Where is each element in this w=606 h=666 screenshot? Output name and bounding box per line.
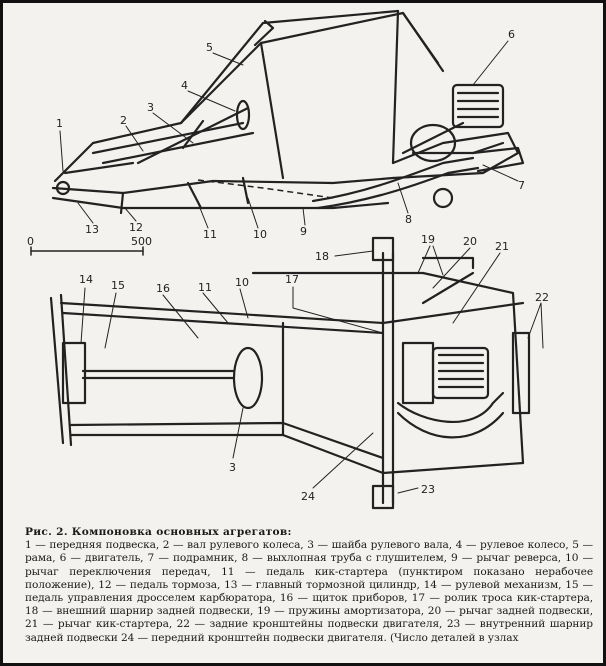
callout-15: 15 [111, 279, 125, 292]
callout-12: 12 [129, 221, 143, 234]
callout-10-top: 10 [235, 276, 249, 289]
callout-18: 18 [315, 250, 329, 263]
side-view-frame [51, 9, 520, 210]
callout-11: 11 [203, 228, 217, 241]
callout-19: 19 [421, 233, 435, 246]
side-view-leaders [59, 40, 519, 229]
callout-6: 6 [508, 28, 515, 41]
callout-7: 7 [518, 179, 525, 192]
top-view-frame [49, 251, 525, 505]
callout-16: 16 [156, 282, 170, 295]
top-view-engine [401, 331, 531, 415]
callout-5: 5 [206, 41, 213, 54]
caption-text: 1 — передняя подвеска, 2 — вал рулевого … [25, 539, 593, 644]
top-view-steering [61, 341, 264, 410]
figure-drawing: 1 2 3 4 5 6 7 8 9 10 11 12 13 0 500 3 10… [27, 9, 549, 510]
callout-3-top: 3 [229, 461, 236, 474]
callout-21: 21 [495, 240, 509, 253]
callout-8: 8 [405, 213, 412, 226]
callout-9: 9 [300, 225, 307, 238]
callout-3: 3 [147, 101, 154, 114]
callout-22: 22 [535, 291, 549, 304]
scale-start: 0 [27, 235, 34, 248]
callout-10: 10 [253, 228, 267, 241]
callout-13: 13 [85, 223, 99, 236]
scale-end: 500 [131, 235, 152, 248]
side-view-steering [136, 99, 251, 165]
callout-11-top: 11 [198, 281, 212, 294]
top-view-exhaust [396, 391, 505, 439]
callout-4: 4 [181, 79, 188, 92]
side-view-pedals [55, 176, 454, 215]
caption-title: Рис. 2. Компоновка основных агрегатов: [25, 526, 292, 538]
callout-23: 23 [421, 483, 435, 496]
side-view-callouts: 1 2 3 4 5 6 7 8 9 10 11 12 13 0 500 [27, 28, 525, 248]
top-view-callouts: 3 10 11 14 15 16 17 18 19 20 21 22 23 24 [79, 233, 549, 503]
scale-bar [30, 246, 144, 256]
callout-2: 2 [120, 114, 127, 127]
callout-17: 17 [285, 273, 299, 286]
callout-14: 14 [79, 273, 93, 286]
figure-caption: Рис. 2. Компоновка основных агрегатов: 1… [25, 526, 593, 645]
top-view-suspension [371, 236, 475, 510]
callout-20: 20 [463, 235, 477, 248]
top-view-leaders [80, 245, 544, 494]
callout-1: 1 [56, 117, 63, 130]
callout-24: 24 [301, 490, 315, 503]
